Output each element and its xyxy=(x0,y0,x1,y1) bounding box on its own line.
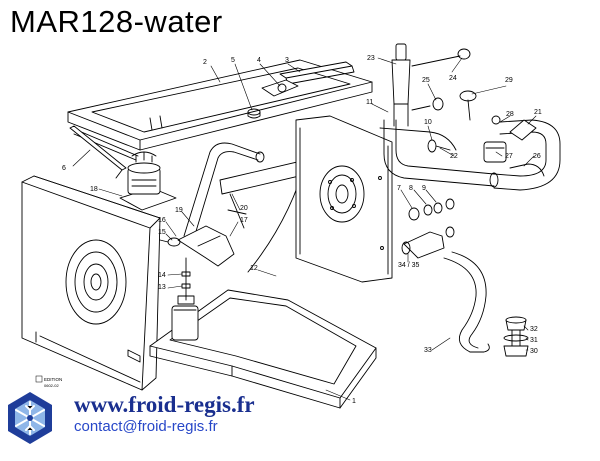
part-label-7: 7 xyxy=(397,185,401,192)
part-label-23: 23 xyxy=(367,55,375,62)
website-url[interactable]: www.froid-regis.fr xyxy=(74,392,255,417)
part-label-17: 17 xyxy=(240,217,248,224)
part-label-15: 15 xyxy=(158,229,166,236)
stamp-code: 0602-02 xyxy=(44,383,59,388)
part-label-20: 20 xyxy=(240,205,248,212)
drip-tray xyxy=(149,289,377,409)
top-bracket xyxy=(247,79,299,119)
part-label-10: 10 xyxy=(424,119,432,126)
part-label-11: 11 xyxy=(366,99,373,106)
part-label-16: 16 xyxy=(158,217,166,224)
water-pipe-assembly xyxy=(379,90,561,191)
part-label-8: 8 xyxy=(409,185,413,192)
part-label-28: 28 xyxy=(506,111,514,118)
part-label-4: 4 xyxy=(257,57,261,64)
part-label-12: 12 xyxy=(250,265,258,272)
side-bracket xyxy=(69,125,127,179)
leader-lines xyxy=(72,57,537,401)
part-label-18: 18 xyxy=(90,186,98,193)
part-label-3: 3 xyxy=(285,57,289,64)
part-label-29: 29 xyxy=(505,77,513,84)
part-label-6: 6 xyxy=(62,165,66,172)
part-label-32: 32 xyxy=(530,326,538,333)
snowflake-logo-icon xyxy=(8,392,52,444)
drain-fitting xyxy=(503,316,529,357)
contact-email[interactable]: contact@froid-regis.fr xyxy=(74,418,218,435)
part-label-21: 21 xyxy=(534,109,542,116)
fan-motor xyxy=(119,151,177,211)
part-label-25: 25 xyxy=(422,77,430,84)
top-frame xyxy=(67,59,373,161)
part-label-1: 1 xyxy=(352,398,356,405)
part-label-26: 26 xyxy=(533,153,541,160)
part-label-9: 9 xyxy=(422,185,426,192)
left-side-panel xyxy=(21,175,161,391)
part-label-34-35: 34 / 35 xyxy=(398,262,420,269)
part-label-22: 22 xyxy=(450,153,458,160)
part-label-33: 33 xyxy=(424,347,432,354)
stamp-text: EDITION xyxy=(44,377,62,382)
drain-hose xyxy=(443,251,490,353)
part-label-13: 13 xyxy=(158,284,166,291)
part-label-30: 30 xyxy=(530,348,538,355)
part-label-5: 5 xyxy=(231,57,235,64)
edition-stamp-graphic: EDITION 0602-02 xyxy=(35,375,62,388)
part-label-2: 2 xyxy=(203,59,207,66)
part-label-27: 27 xyxy=(505,153,513,160)
part-label-31: 31 xyxy=(530,337,538,344)
nut-washer-set xyxy=(408,198,455,221)
part-labels: 2 5 4 3 23 24 25 29 11 28 21 10 22 27 26… xyxy=(62,55,542,405)
elbow-connector xyxy=(401,226,455,259)
page-title: MAR128-water xyxy=(10,4,223,39)
vertical-valve xyxy=(391,43,471,127)
drain-manifold xyxy=(159,225,235,305)
part-label-19: 19 xyxy=(175,207,183,214)
part-label-24: 24 xyxy=(449,75,457,82)
right-inner-panel xyxy=(295,115,393,283)
part-label-14: 14 xyxy=(158,272,166,279)
